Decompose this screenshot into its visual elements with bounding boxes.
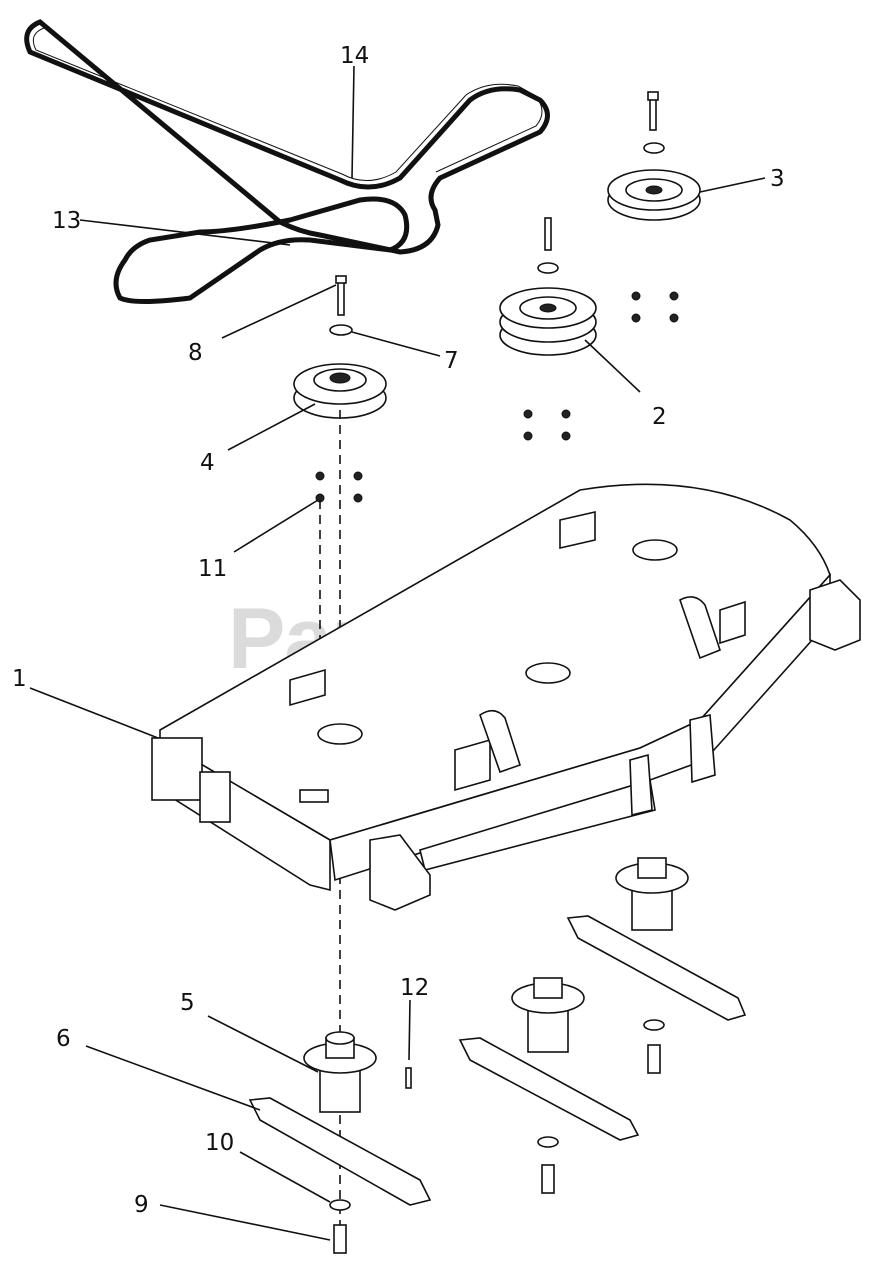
idler-pulley-3[interactable] (607, 91, 701, 221)
washer-middle[interactable] (537, 1136, 559, 1148)
callout-13: 13 (52, 208, 81, 234)
callout-8: 8 (188, 340, 203, 366)
key-12[interactable] (405, 1067, 412, 1089)
pulley-4[interactable] (293, 363, 387, 419)
callout-11: 11 (198, 556, 227, 582)
callout-5: 5 (180, 990, 195, 1016)
callout-7: 7 (444, 348, 459, 374)
callout-14: 14 (340, 43, 369, 69)
blade-middle[interactable] (458, 1037, 640, 1141)
callout-9: 9 (134, 1192, 149, 1218)
callout-4: 4 (200, 450, 215, 476)
drive-belt[interactable] (24, 19, 550, 255)
bolt-9[interactable] (333, 1224, 347, 1254)
blade-6[interactable] (248, 1097, 432, 1206)
spindle-right[interactable] (615, 857, 689, 931)
washer-7[interactable] (329, 324, 353, 336)
callout-12: 12 (400, 975, 429, 1001)
double-pulley-2[interactable] (499, 217, 597, 356)
blade-right[interactable] (566, 915, 747, 1021)
callout-2: 2 (652, 404, 667, 430)
spindle-5[interactable] (303, 1031, 377, 1113)
callout-1: 1 (12, 666, 27, 692)
hardware-nuts (315, 291, 679, 503)
bolt-right[interactable] (647, 1044, 661, 1074)
spindle-middle[interactable] (511, 977, 585, 1053)
callout-10: 10 (205, 1130, 234, 1156)
leader-lines (29, 65, 766, 1241)
deck-belt[interactable] (113, 196, 410, 304)
washer-right[interactable] (643, 1019, 665, 1031)
callout-6: 6 (56, 1026, 71, 1052)
mower-deck[interactable] (151, 483, 861, 911)
callout-3: 3 (770, 166, 785, 192)
washer-10[interactable] (329, 1199, 351, 1211)
bolt-8[interactable] (335, 275, 347, 316)
bolt-middle[interactable] (541, 1164, 555, 1194)
